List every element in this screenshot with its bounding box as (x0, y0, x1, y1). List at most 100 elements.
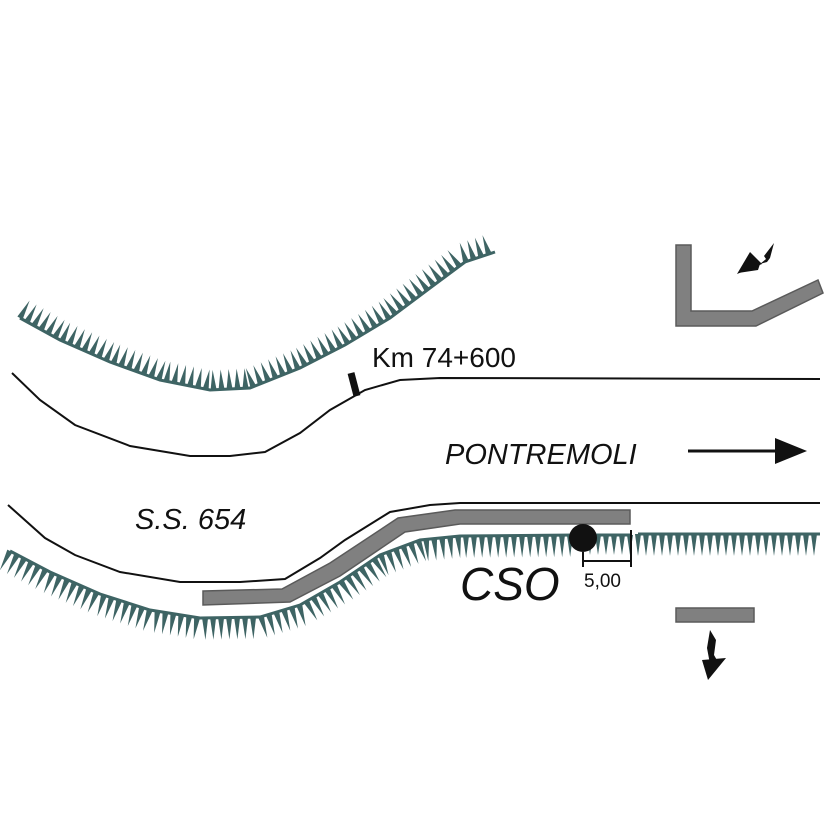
embankment-hatch (407, 542, 419, 565)
embankment-hatch (659, 534, 665, 556)
embankment-hatch (459, 242, 469, 263)
retaining-wall (675, 244, 824, 327)
embankment-hatch (87, 591, 100, 613)
embankment-hatch (65, 581, 78, 603)
embankment-hatch (470, 535, 477, 558)
embankment-hatch (226, 617, 233, 640)
embankment-hatch (421, 269, 437, 288)
embankment-hatch (603, 535, 609, 555)
embankment-hatch (324, 587, 339, 609)
embankment-hatch (187, 366, 194, 387)
embankment-hatch (317, 336, 330, 356)
embankment-hatch (357, 313, 371, 333)
embankment-hatch (779, 534, 785, 556)
filled-circle-icon (569, 524, 597, 552)
embankment-hatch (303, 343, 315, 364)
embankment-hatch (715, 534, 721, 556)
embankment-hatch (795, 534, 801, 556)
embankment-hatch (510, 535, 517, 558)
embankment-hatch (385, 550, 397, 573)
embankment-hatch (38, 312, 51, 332)
embankment-hatch (290, 350, 301, 370)
embankment-hatch (140, 355, 151, 376)
embankment-hatch (295, 347, 308, 367)
embankment-hatch (467, 240, 477, 261)
embankment-hatch (755, 534, 761, 556)
embankment-hatch (699, 534, 705, 556)
embankment-hatch (179, 364, 187, 386)
embankment-hatch (811, 534, 817, 556)
embankment-hatch (619, 535, 625, 555)
embankment-hatch (103, 341, 115, 362)
embankment-hatch (371, 305, 385, 325)
arrow-down-icon (702, 630, 726, 680)
embankment-hatch (245, 368, 257, 388)
embankment-hatch (763, 534, 769, 556)
embankment-hatch (45, 315, 58, 335)
embankment-hatch (364, 561, 380, 582)
embankment-hatch (202, 369, 210, 390)
embankment-hatch (135, 606, 145, 629)
embankment-hatch (97, 594, 107, 617)
embankment-hatch (258, 615, 268, 638)
embankment-hatch (133, 352, 143, 373)
embankment-hatch (731, 534, 737, 556)
embankment-hatch (282, 353, 294, 373)
embankment-hatch (143, 608, 153, 631)
embankment-hatch (59, 322, 71, 343)
embankment-hatch (771, 534, 777, 556)
arrow-right-icon (688, 438, 807, 464)
embankment-hatch (378, 301, 392, 321)
embankment-hatch (24, 304, 37, 324)
embankment-hatch (171, 363, 179, 384)
embankment-hatch (439, 537, 446, 560)
embankment-hatch (13, 557, 27, 578)
embankment-hatch (787, 534, 793, 556)
embankment-hatch (281, 608, 291, 631)
embankment-hatch (396, 288, 411, 307)
embankment-hatch (351, 570, 367, 591)
embankment-hatch (474, 237, 485, 258)
embankment-hatch (331, 583, 346, 605)
embankment-hatch (434, 259, 450, 278)
embankment-hatch (242, 368, 249, 389)
embankment-hatch (66, 325, 78, 346)
embankment-hatch (447, 250, 462, 268)
embankment-hatch (193, 617, 201, 640)
embankment-hatch (120, 601, 130, 624)
embankment-hatch (265, 613, 275, 636)
embankment-hatch (242, 617, 249, 640)
embankment-hatch (177, 614, 185, 637)
road-label: S.S. 654 (135, 504, 246, 536)
embankment-hatch (635, 534, 641, 556)
embankment-hatch (234, 617, 241, 640)
road-upper-edge (11, 372, 821, 457)
embankment-hatch (273, 611, 283, 634)
embankment-hatch (104, 596, 115, 619)
embankment-crest (9, 533, 576, 620)
embankment-hatch (148, 357, 158, 378)
embankment-hatch (80, 588, 92, 610)
embankment-hatch (803, 534, 809, 556)
embankment-hatch (73, 584, 85, 607)
embankment-hatch (707, 534, 713, 556)
guard-rail (202, 509, 631, 606)
embankment-hatch (110, 344, 121, 365)
embankment-hatch (17, 300, 30, 320)
embankment-hatch (303, 599, 318, 621)
embankment-hatch (358, 566, 374, 587)
embankment-hatch (210, 617, 217, 640)
embankment-hatch (408, 278, 424, 297)
embankment-hatch (542, 535, 549, 558)
embankment-hatch (31, 308, 44, 328)
embankment-hatch (423, 539, 430, 562)
embankment-hatch (210, 369, 217, 390)
embankment-hatch (447, 536, 454, 559)
embankment-hatch (96, 338, 107, 359)
arrow-down-left-icon (737, 243, 774, 274)
embankment-hatch (74, 329, 85, 349)
embankment-hatch (747, 534, 753, 556)
embankment-hatch (81, 332, 93, 352)
lower-embankment (0, 532, 820, 640)
distance-label: 5,00 (584, 571, 621, 592)
